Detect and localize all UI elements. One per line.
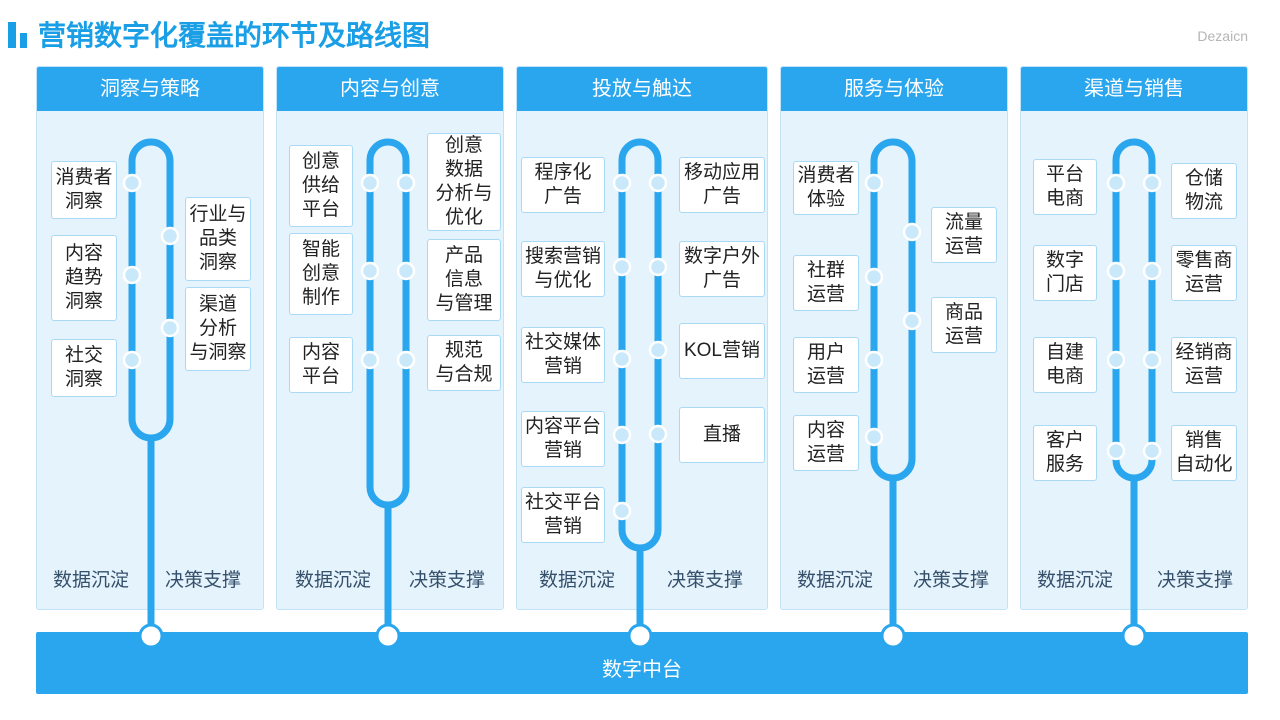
node-search-marketing-optimization: 搜索营销 与优化 — [521, 241, 605, 297]
node-live-streaming: 直播 — [679, 407, 765, 463]
node-warehouse-logistics: 仓储 物流 — [1171, 163, 1237, 219]
footer-decision-support: 决策支撑 — [667, 570, 744, 591]
node-smart-creative-production: 智能 创意 制作 — [289, 233, 353, 315]
node-content-operations: 内容 运营 — [793, 415, 859, 471]
stage-panel-channel-sales: 渠道与销售 平台 电商 数字 门店 自建 电商 客户 服务 仓储 物流 零售商 … — [1020, 66, 1248, 610]
node-industry-category-insight: 行业与 品类 洞察 — [185, 197, 251, 281]
node-creative-data-analysis-optimization: 创意 数据 分析与 优化 — [427, 133, 501, 231]
node-programmatic-ads: 程序化 广告 — [521, 157, 605, 213]
node-social-media-marketing: 社交媒体 营销 — [521, 327, 605, 383]
node-product-operations: 商品 运营 — [931, 297, 997, 353]
stage-panel-insight-strategy: 洞察与策略 消费者 洞察 内容 趋势 洞察 社交 洞察 行业与 品类 洞察 渠道… — [36, 66, 264, 610]
brand-watermark: Dezaicn — [1197, 28, 1248, 44]
page-title: 营销数字化覆盖的环节及路线图 — [38, 20, 431, 51]
node-social-insight: 社交 洞察 — [51, 339, 117, 397]
node-traffic-operations: 流量 运营 — [931, 207, 997, 263]
node-social-platform-marketing: 社交平台 营销 — [521, 487, 605, 543]
footer-decision-support: 决策支撑 — [165, 570, 242, 591]
node-customer-service: 客户 服务 — [1033, 425, 1097, 481]
node-digital-outdoor-ads: 数字户外 广告 — [679, 241, 765, 297]
node-digital-store: 数字 门店 — [1033, 245, 1097, 301]
node-consumer-insight: 消费者 洞察 — [51, 161, 117, 219]
stage-header: 内容与创意 — [277, 67, 503, 111]
digital-middle-platform-bar: 数字中台 — [36, 632, 1248, 694]
node-sales-automation: 销售 自动化 — [1171, 425, 1237, 481]
node-retailer-operations: 零售商 运营 — [1171, 245, 1237, 301]
node-content-platform-marketing: 内容平台 营销 — [521, 411, 605, 467]
footer-decision-support: 决策支撑 — [409, 570, 486, 591]
stage-header: 洞察与策略 — [37, 67, 263, 111]
node-content-platform: 内容 平台 — [289, 337, 353, 393]
footer-data-accumulation: 数据沉淀 — [295, 570, 372, 591]
stage-panel-content-creative: 内容与创意 创意 供给 平台 智能 创意 制作 内容 平台 创意 数据 分析与 … — [276, 66, 504, 610]
footer-data-accumulation: 数据沉淀 — [797, 570, 874, 591]
node-content-trend-insight: 内容 趋势 洞察 — [51, 235, 117, 321]
node-channel-analysis-insight: 渠道 分析 与洞察 — [185, 287, 251, 371]
node-product-information-management: 产品 信息 与管理 — [427, 239, 501, 321]
stage-panel-delivery-reach: 投放与触达 程序化 广告 搜索营销 与优化 社交媒体 营销 内容平台 营销 社交… — [516, 66, 768, 610]
stage-header: 渠道与销售 — [1021, 67, 1247, 111]
footer-decision-support: 决策支撑 — [913, 570, 990, 591]
node-platform-ecommerce: 平台 电商 — [1033, 159, 1097, 215]
footer-decision-support: 决策支撑 — [1157, 570, 1234, 591]
title-bar-icon — [8, 22, 16, 48]
node-kol-marketing: KOL营销 — [679, 323, 765, 379]
stage-header: 服务与体验 — [781, 67, 1007, 111]
node-standards-compliance: 规范 与合规 — [427, 335, 501, 391]
node-consumer-experience: 消费者 体验 — [793, 161, 859, 215]
node-creative-supply-platform: 创意 供给 平台 — [289, 145, 353, 227]
node-user-operations: 用户 运营 — [793, 337, 859, 393]
node-mobile-app-ads: 移动应用 广告 — [679, 157, 765, 213]
footer-data-accumulation: 数据沉淀 — [53, 570, 130, 591]
node-distributor-operations: 经销商 运营 — [1171, 337, 1237, 393]
stage-header: 投放与触达 — [517, 67, 767, 111]
title-bar-icon-short — [20, 33, 27, 48]
footer-data-accumulation: 数据沉淀 — [1037, 570, 1114, 591]
node-community-operations: 社群 运营 — [793, 255, 859, 311]
node-own-ecommerce: 自建 电商 — [1033, 337, 1097, 393]
stage-panel-service-experience: 服务与体验 消费者 体验 社群 运营 用户 运营 内容 运营 流量 运营 商品 … — [780, 66, 1008, 610]
footer-data-accumulation: 数据沉淀 — [539, 570, 616, 591]
